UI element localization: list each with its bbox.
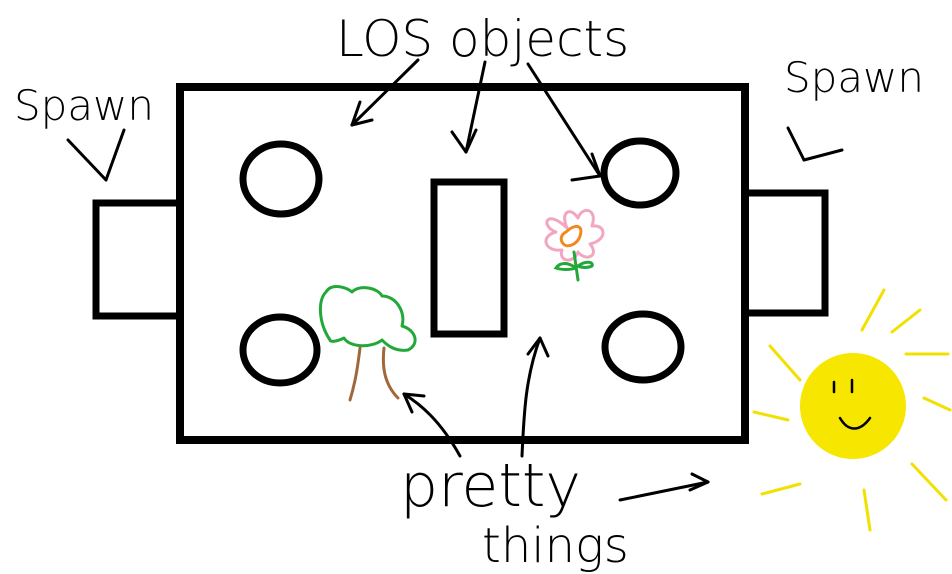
los-pillar-bottom-right (601, 310, 685, 384)
sun-disc (800, 353, 906, 459)
spawn-arrow-right (786, 126, 844, 162)
sun-rays (752, 288, 952, 532)
los-pillar-top-left (239, 140, 323, 218)
tree-trunk-right (381, 346, 400, 400)
spawn-label-left: Spawn (14, 81, 154, 130)
flower-drawing (544, 209, 605, 282)
tree-trunk-left (348, 346, 362, 402)
los-arrow-to-topright-pillar (526, 62, 602, 182)
los-objects-label: LOS objects (336, 10, 629, 68)
flower-center (559, 225, 583, 248)
los-arrow-to-topleft-pillar (350, 58, 420, 127)
spawn-box-left (92, 199, 184, 320)
spawn-arrow-left (66, 128, 126, 182)
sun-drawing (752, 288, 952, 532)
pretty-label: pretty (400, 451, 581, 521)
pretty-arrow-to-tree (402, 392, 462, 458)
pretty-arrow-to-sun (618, 472, 710, 502)
los-arrow-to-center-wall (450, 60, 487, 154)
sun-face (832, 378, 872, 430)
los-center-wall (430, 178, 508, 338)
arena-boundary (176, 83, 749, 444)
tree-drawing (319, 285, 417, 402)
things-label: things (482, 518, 629, 574)
flower-petals (544, 209, 605, 262)
pretty-arrow-to-center (520, 336, 550, 458)
los-pillar-bottom-left (239, 313, 321, 387)
spawn-box-right (741, 189, 829, 317)
tree-foliage (319, 285, 417, 352)
spawn-label-right: Spawn (784, 53, 924, 102)
los-pillar-top-right (600, 137, 680, 209)
flower-stem (553, 250, 594, 282)
